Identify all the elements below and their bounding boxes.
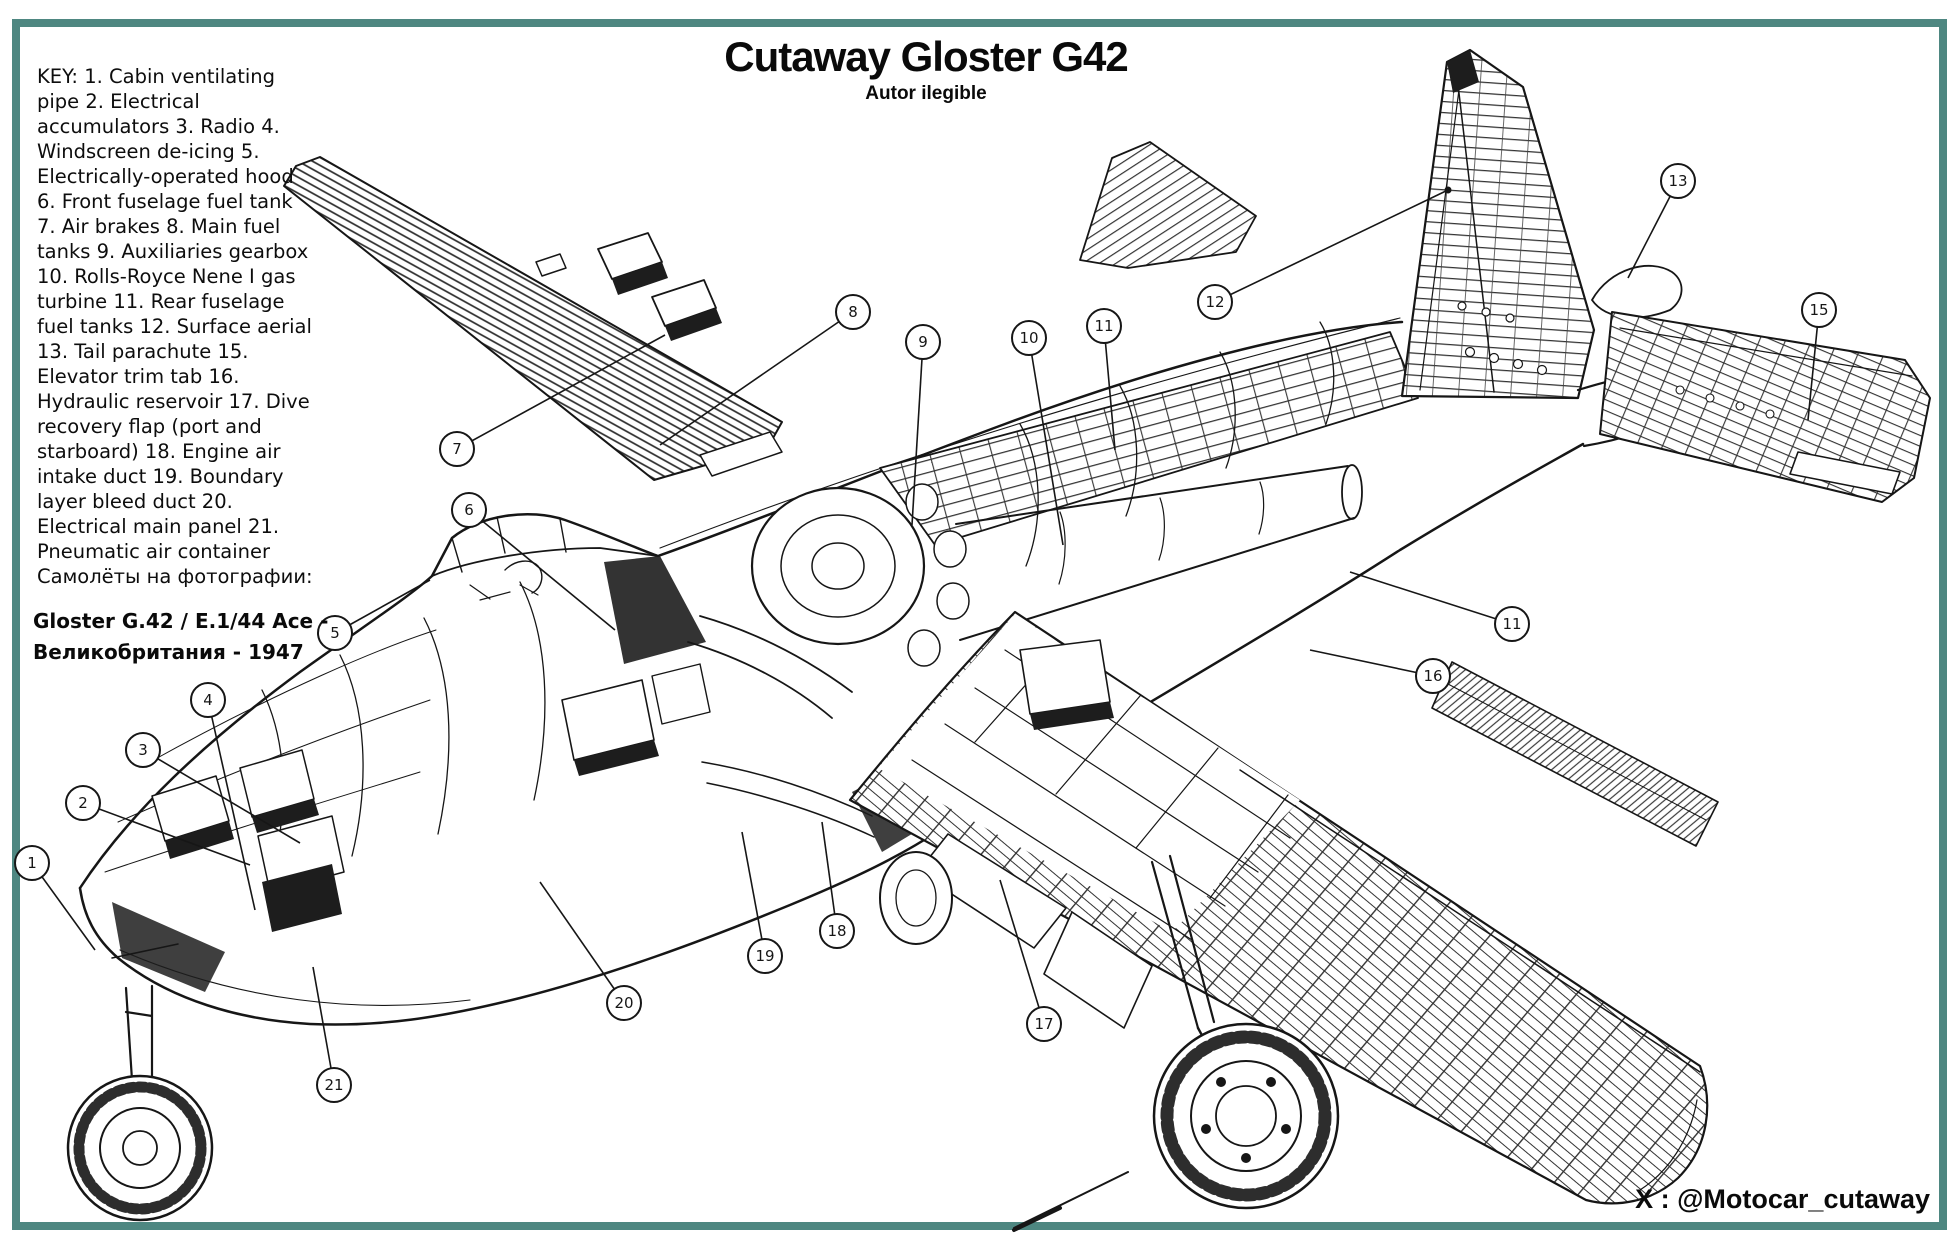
svg-text:19: 19 xyxy=(755,947,774,965)
title-block: Cutaway Gloster G42 Autor ilegible xyxy=(0,34,1852,105)
callout-17: 17 xyxy=(999,879,1062,1042)
svg-text:1: 1 xyxy=(27,854,37,872)
svg-text:5: 5 xyxy=(330,624,340,642)
svg-text:13: 13 xyxy=(1668,172,1687,190)
aircraft-line-art xyxy=(66,48,1931,1232)
key-legend-text: KEY: 1. Cabin ventilating pipe 2. Electr… xyxy=(37,65,313,588)
svg-text:6: 6 xyxy=(464,501,474,519)
callout-9: 9 xyxy=(905,324,941,526)
callout-5: 5 xyxy=(317,579,431,651)
callout-20: 20 xyxy=(539,881,642,1021)
photo-caption: Gloster G.42 / E.1/44 Ace - Великобритан… xyxy=(33,609,329,664)
callout-13: 13 xyxy=(1627,163,1696,279)
svg-text:11: 11 xyxy=(1094,317,1113,335)
svg-text:21: 21 xyxy=(324,1076,343,1094)
callout-1: 1 xyxy=(14,845,96,951)
callout-12: 12 xyxy=(1197,189,1449,320)
svg-text:15: 15 xyxy=(1809,301,1828,319)
callout-21: 21 xyxy=(312,966,352,1103)
callout-6: 6 xyxy=(451,492,616,631)
svg-text:10: 10 xyxy=(1019,329,1038,347)
page-subtitle: Autor ilegible xyxy=(865,83,987,104)
callout-19: 19 xyxy=(741,831,783,974)
callout-18: 18 xyxy=(819,821,855,949)
svg-text:8: 8 xyxy=(848,303,858,321)
svg-text:9: 9 xyxy=(918,333,928,351)
svg-text:20: 20 xyxy=(614,994,633,1012)
callout-10: 10 xyxy=(1011,320,1064,546)
svg-text:16: 16 xyxy=(1423,667,1442,685)
svg-text:11: 11 xyxy=(1502,615,1521,633)
callout-11: 11 xyxy=(1086,308,1122,451)
callout-3: 3 xyxy=(125,732,301,844)
callout-8: 8 xyxy=(659,294,871,446)
callout-15: 15 xyxy=(1801,292,1837,421)
svg-text:4: 4 xyxy=(203,691,213,709)
svg-text:17: 17 xyxy=(1034,1015,1053,1033)
callout-16: 16 xyxy=(1309,649,1451,694)
svg-text:12: 12 xyxy=(1205,293,1224,311)
svg-text:18: 18 xyxy=(827,922,846,940)
svg-text:3: 3 xyxy=(138,741,148,759)
watermark-credit: X : @Motocar_cutaway xyxy=(1635,1184,1930,1214)
callout-7: 7 xyxy=(439,334,666,467)
svg-text:7: 7 xyxy=(452,440,462,458)
callout-11: 11 xyxy=(1349,571,1530,642)
callout-4: 4 xyxy=(190,682,256,911)
svg-text:2: 2 xyxy=(78,794,88,812)
callout-2: 2 xyxy=(65,785,251,866)
page-title: Cutaway Gloster G42 xyxy=(724,33,1128,80)
